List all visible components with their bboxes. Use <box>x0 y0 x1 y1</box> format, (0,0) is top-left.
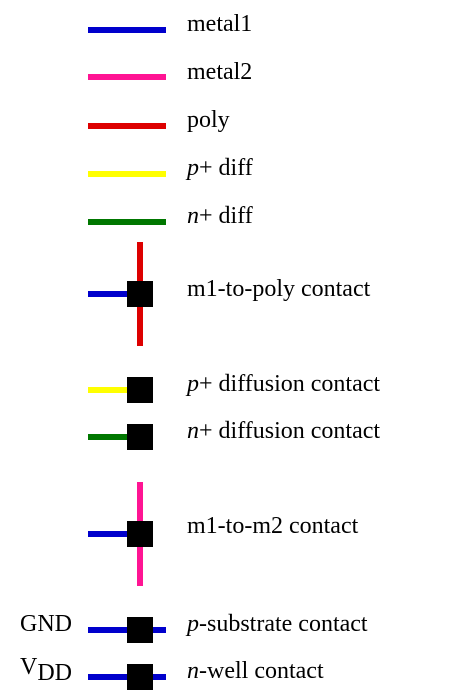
metal2-label: metal2 <box>187 59 253 85</box>
p-diff-label: p+ diff <box>187 155 253 181</box>
n-diffusion-contact-symbol <box>88 424 153 450</box>
n-well-contact-symbol <box>88 664 166 690</box>
m1-to-poly-contact-label: m1-to-poly contact <box>187 276 371 302</box>
n-well-contact-label: n-well contact <box>187 658 324 684</box>
p-diffusion-contact-label: p+ diffusion contact <box>187 371 381 397</box>
metal1-label: metal1 <box>187 11 253 37</box>
gnd-label: GND <box>20 611 72 637</box>
n-diffusion-contact-label: n+ diffusion contact <box>187 418 381 444</box>
n-diff-label: n+ diff <box>187 203 253 229</box>
p-substrate-contact-label: p-substrate contact <box>187 611 368 637</box>
poly-label: poly <box>187 107 230 133</box>
p-diffusion-contact-symbol <box>88 377 153 403</box>
p-substrate-contact-symbol <box>88 617 166 643</box>
vdd-label: VDD <box>20 654 73 686</box>
m1-to-m2-contact-symbol <box>88 482 153 586</box>
m1-to-m2-contact-label: m1-to-m2 contact <box>187 513 359 539</box>
m1-to-poly-contact-symbol <box>88 242 153 346</box>
